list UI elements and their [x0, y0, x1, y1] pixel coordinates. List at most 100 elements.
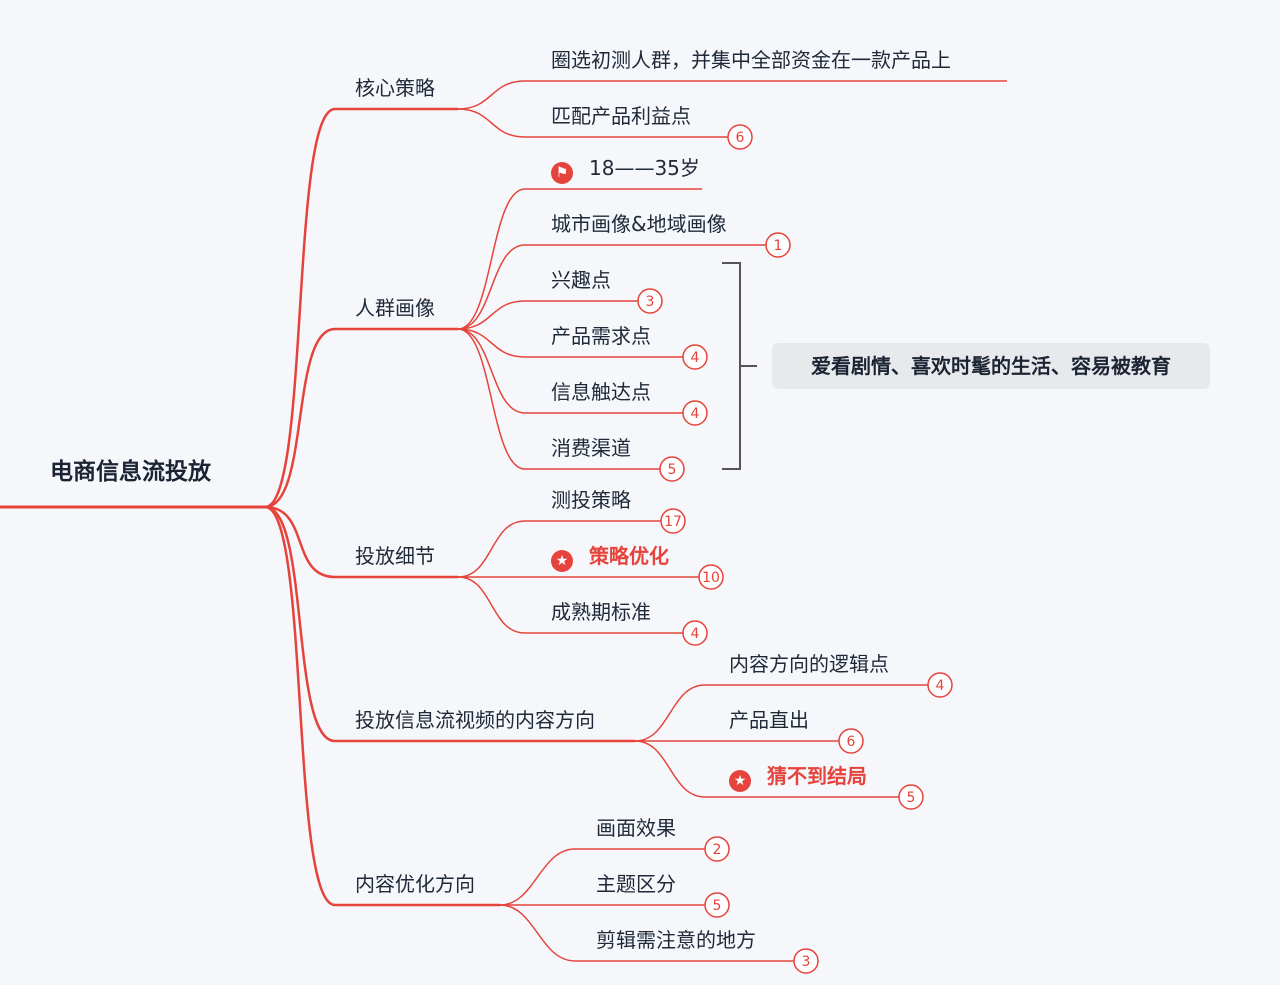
branch-node[interactable]: 人群画像 — [355, 296, 435, 320]
node-label: 成熟期标准 — [551, 600, 651, 624]
child-connector — [457, 520, 661, 578]
child-connector — [457, 328, 660, 470]
node-label: 消费渠道 — [551, 436, 631, 460]
svg-text:6: 6 — [847, 734, 856, 750]
child-node[interactable]: 兴趣点 — [551, 268, 611, 292]
count-badge[interactable]: 3 — [793, 948, 819, 974]
branch-connector — [264, 107, 458, 509]
star-icon: ★ — [729, 770, 751, 792]
child-node[interactable]: 画面效果 — [596, 816, 676, 840]
svg-text:4: 4 — [691, 350, 700, 366]
child-connector — [634, 684, 928, 742]
child-node[interactable]: ⚑ 18——35岁 — [551, 156, 700, 184]
branch-connector — [264, 505, 458, 579]
svg-text:5: 5 — [713, 898, 722, 914]
branch-node[interactable]: 核心策略 — [355, 76, 435, 100]
svg-text:2: 2 — [713, 842, 722, 858]
child-connector — [499, 904, 794, 962]
node-label: 电商信息流投放 — [50, 459, 211, 485]
node-label: 18——35岁 — [589, 156, 700, 180]
count-badge[interactable]: 3 — [637, 288, 663, 314]
child-node[interactable]: 产品直出 — [729, 708, 809, 732]
count-badge[interactable]: 5 — [704, 892, 730, 918]
child-connector — [457, 108, 728, 138]
count-badge[interactable]: 1 — [765, 232, 791, 258]
child-connector — [457, 188, 702, 330]
svg-text:1: 1 — [774, 238, 783, 254]
svg-text:17: 17 — [664, 514, 682, 530]
branch-node[interactable]: 投放细节 — [355, 544, 435, 568]
node-label: 投放细节 — [355, 544, 435, 568]
child-node[interactable]: 消费渠道 — [551, 436, 631, 460]
svg-text:5: 5 — [668, 462, 677, 478]
node-label: 投放信息流视频的内容方向 — [355, 708, 595, 732]
flag-icon: ⚑ — [551, 162, 573, 184]
node-label: 内容优化方向 — [355, 872, 475, 896]
count-badge[interactable]: 6 — [727, 124, 753, 150]
child-node[interactable]: 圈选初测人群，并集中全部资金在一款产品上 — [551, 48, 951, 72]
node-label: 产品直出 — [729, 708, 809, 732]
branch-node[interactable]: 内容优化方向 — [355, 872, 475, 896]
child-connector — [457, 80, 1007, 110]
child-connector — [457, 328, 683, 414]
branch-connector — [264, 505, 500, 907]
child-node[interactable]: 城市画像&地域画像 — [551, 212, 727, 236]
child-node[interactable]: 测投策略 — [551, 488, 631, 512]
node-label: 猜不到结局 — [767, 764, 867, 788]
svg-text:3: 3 — [646, 294, 655, 310]
node-label: 城市画像&地域画像 — [551, 212, 727, 236]
child-node[interactable]: 内容方向的逻辑点 — [729, 652, 889, 676]
branch-node[interactable]: 投放信息流视频的内容方向 — [355, 708, 595, 732]
svg-text:4: 4 — [691, 406, 700, 422]
summary-bracket — [722, 262, 757, 470]
child-node[interactable]: ★ 猜不到结局 — [729, 764, 867, 792]
child-node[interactable]: 成熟期标准 — [551, 600, 651, 624]
child-connector — [457, 328, 683, 358]
svg-text:10: 10 — [702, 570, 720, 586]
svg-text:4: 4 — [936, 678, 945, 694]
count-badge[interactable]: 2 — [704, 836, 730, 862]
child-connector — [457, 300, 638, 330]
child-connector — [457, 576, 683, 634]
child-connector — [457, 244, 766, 330]
count-badge[interactable]: 10 — [698, 564, 724, 590]
node-label: 画面效果 — [596, 816, 676, 840]
count-badge[interactable]: 5 — [659, 456, 685, 482]
count-badge[interactable]: 4 — [682, 620, 708, 646]
count-badge[interactable]: 4 — [682, 344, 708, 370]
child-node[interactable]: 产品需求点 — [551, 324, 651, 348]
svg-text:4: 4 — [691, 626, 700, 642]
child-node[interactable]: 剪辑需注意的地方 — [596, 928, 756, 952]
child-connector — [634, 740, 899, 798]
node-label: 剪辑需注意的地方 — [596, 928, 756, 952]
node-label: 主题区分 — [596, 872, 676, 896]
child-node[interactable]: 匹配产品利益点 — [551, 104, 691, 128]
node-label: 产品需求点 — [551, 324, 651, 348]
svg-text:5: 5 — [907, 790, 916, 806]
count-badge[interactable]: 17 — [660, 508, 686, 534]
summary-node[interactable]: 爱看剧情、喜欢时髦的生活、容易被教育 — [772, 343, 1210, 389]
child-node[interactable]: ★ 策略优化 — [551, 544, 669, 572]
child-node[interactable]: 主题区分 — [596, 872, 676, 896]
node-label: 人群画像 — [355, 296, 435, 320]
node-label: 兴趣点 — [551, 268, 611, 292]
count-badge[interactable]: 4 — [927, 672, 953, 698]
svg-text:3: 3 — [802, 954, 811, 970]
node-label: 测投策略 — [551, 488, 631, 512]
node-label: 内容方向的逻辑点 — [729, 652, 889, 676]
svg-text:6: 6 — [736, 130, 745, 146]
node-label: 信息触达点 — [551, 380, 651, 404]
count-badge[interactable]: 5 — [898, 784, 924, 810]
count-badge[interactable]: 4 — [682, 400, 708, 426]
branch-connector — [264, 505, 635, 743]
node-label: 匹配产品利益点 — [551, 104, 691, 128]
child-node[interactable]: 信息触达点 — [551, 380, 651, 404]
root-node[interactable]: 电商信息流投放 — [50, 460, 211, 484]
count-badge[interactable]: 6 — [838, 728, 864, 754]
node-label: 策略优化 — [589, 544, 669, 568]
star-icon: ★ — [551, 550, 573, 572]
child-connector — [499, 848, 705, 906]
node-label: 圈选初测人群，并集中全部资金在一款产品上 — [551, 48, 951, 72]
branch-connector — [264, 327, 458, 509]
